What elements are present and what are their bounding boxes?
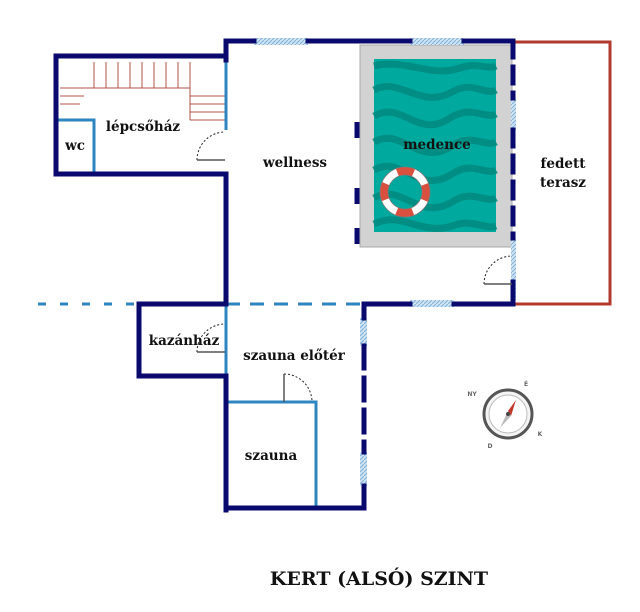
room-label-sauna: szauna (245, 448, 298, 464)
partition-walls (38, 60, 362, 507)
compass-north: É (524, 380, 528, 388)
compass-east: K (538, 431, 543, 438)
compass-west: NY (467, 391, 477, 398)
room-label-staircase: lépcsőház (106, 119, 181, 135)
plan-title: KERT (ALSÓ) SZINT (270, 567, 488, 590)
pool (359, 44, 513, 248)
door-staircase (196, 131, 226, 161)
door-boiler-room (196, 323, 226, 353)
compass-icon: É NY K D (467, 380, 542, 450)
windows (254, 38, 516, 486)
lifebuoy-icon (379, 166, 431, 218)
room-label-terrace-line2: terasz (540, 175, 586, 191)
room-label-wc: wc (64, 138, 85, 154)
door-terrace (483, 255, 513, 285)
staircase (60, 62, 226, 121)
room-label-boiler-room: kazánház (149, 333, 220, 349)
room-label-wellness: wellness (262, 155, 327, 171)
room-label-pool: medence (403, 137, 471, 153)
door-sauna (283, 373, 313, 403)
pool-waves (372, 60, 498, 232)
exterior-walls (53, 38, 516, 513)
room-label-terrace-line1: fedett (541, 156, 587, 172)
compass-south: D (488, 443, 493, 450)
doors (196, 131, 513, 403)
room-label-sauna-anteroom: szauna előtér (243, 348, 346, 364)
door-leaves (197, 159, 512, 402)
covered-terrace (513, 40, 612, 306)
